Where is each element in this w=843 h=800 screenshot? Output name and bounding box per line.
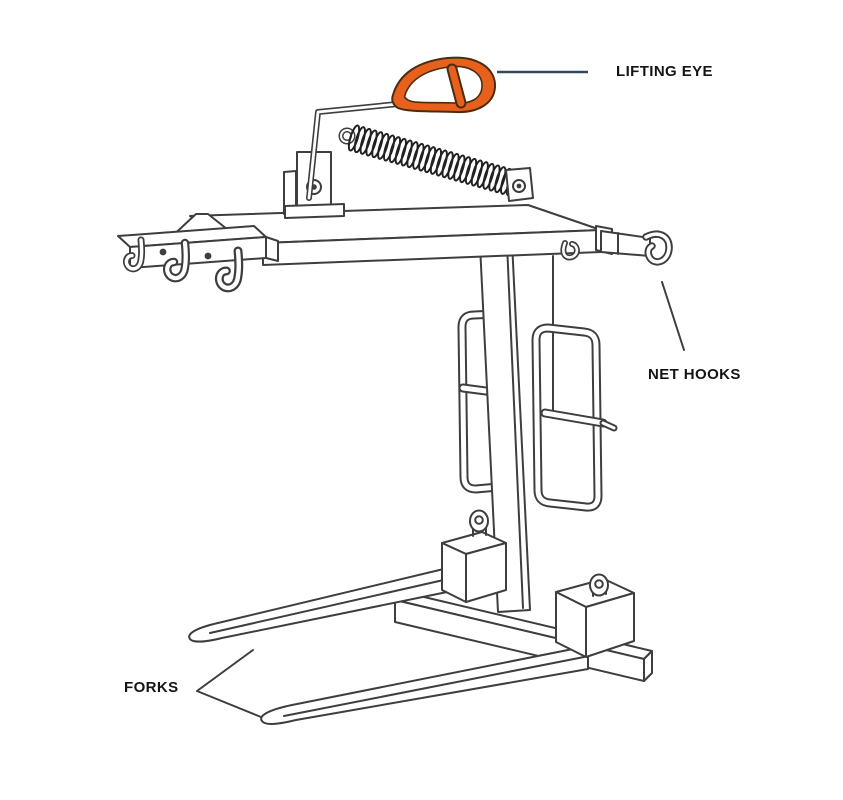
forks-label: FORKS bbox=[124, 679, 179, 696]
rivet-1 bbox=[159, 248, 167, 256]
lifting-eye-graphic bbox=[391, 56, 497, 114]
net-hook-left-2 bbox=[163, 238, 190, 283]
spring bbox=[338, 124, 519, 197]
spring-anchor-bracket bbox=[505, 167, 534, 202]
pivot-bolt bbox=[306, 179, 322, 195]
net-hooks-label: NET HOOKS bbox=[648, 366, 741, 383]
lifting-eye-label: LIFTING EYE bbox=[616, 63, 713, 80]
leader-line-net-hooks bbox=[661, 281, 685, 351]
under-beam-hook bbox=[560, 240, 580, 261]
leader-line-forks bbox=[196, 649, 262, 718]
net-hook-left-3 bbox=[214, 246, 244, 293]
spring-coil bbox=[347, 124, 519, 197]
mast-edge-line bbox=[506, 243, 524, 609]
fork-lower-edge bbox=[283, 656, 585, 717]
upper-fork-clamp bbox=[441, 509, 507, 603]
lever-rod bbox=[306, 101, 401, 201]
fork-lower bbox=[260, 645, 589, 725]
net-hook-right bbox=[642, 230, 673, 266]
spring-anchor-bolt bbox=[512, 179, 526, 193]
lever-bracket bbox=[283, 151, 345, 219]
fork-upper-edge bbox=[209, 578, 449, 634]
clamp-knob-2 bbox=[589, 573, 609, 597]
front-guard-frame bbox=[531, 323, 618, 512]
clamp-knob-1 bbox=[469, 509, 489, 533]
lower-fork-clamp bbox=[555, 573, 635, 658]
fork-upper bbox=[188, 566, 453, 643]
left-hook-bracket bbox=[117, 225, 279, 269]
net-hook-left-1 bbox=[122, 236, 146, 273]
lifting-eye-crossbar bbox=[448, 65, 465, 107]
extension-arm bbox=[595, 225, 651, 257]
rivet-2 bbox=[204, 252, 212, 260]
